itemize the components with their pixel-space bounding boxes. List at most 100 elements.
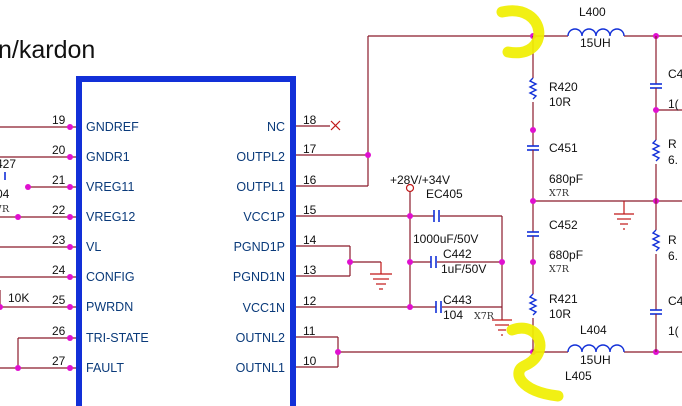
pin-label-pgnd1p: PGND1P: [234, 240, 285, 254]
junction-dot: [407, 213, 413, 219]
supply-voltage-label: +28V/+34V: [390, 173, 450, 187]
junction-dot: [15, 365, 21, 371]
pin-number-11: 11: [303, 324, 316, 338]
inductor-l400-coil: [567, 28, 625, 37]
pin-number-22: 22: [52, 203, 66, 217]
left-edge-label-427: 427: [0, 157, 16, 171]
r421-ref: R421: [549, 292, 578, 306]
pin-number-20: 20: [52, 143, 66, 157]
right-pins: [296, 125, 410, 368]
l404-value: 15UH: [580, 353, 611, 367]
c442-ref: C442: [443, 247, 472, 261]
pin-label-pwrdn: PWRDN: [86, 300, 133, 314]
junction-dot: [67, 124, 73, 130]
pin-label-gndr1: GNDR1: [86, 150, 130, 164]
junction-dot: [67, 184, 73, 190]
l400-ref: L400: [579, 5, 606, 19]
l404-ref: L404: [580, 323, 607, 337]
pin-number-14: 14: [303, 233, 317, 247]
junction-dot: [67, 365, 73, 371]
r420-ref: R420: [549, 80, 578, 94]
pin-number-18: 18: [303, 113, 317, 127]
pin-label-vreg11: VREG11: [86, 180, 134, 194]
junction-dot: [653, 107, 659, 113]
l400-value: 15UH: [580, 36, 611, 50]
c443-dielectric: X7R: [474, 311, 495, 322]
junction-dot: [365, 152, 371, 158]
junction-dot: [15, 214, 21, 220]
right-edge-r-bot-val: 6.: [668, 249, 678, 263]
pin-label-nc: NC: [267, 120, 285, 134]
junction-dot: [530, 198, 536, 204]
c451-ref: C451: [549, 141, 578, 155]
junction-dot: [67, 214, 73, 220]
pin-label-fault: FAULT: [86, 361, 124, 375]
pin-label-outnl1: OUTNL1: [236, 361, 285, 375]
right-edge-parts: [650, 36, 682, 352]
pin-number-25: 25: [52, 293, 66, 307]
pin-number-13: 13: [303, 263, 317, 277]
c451-value: 680pF: [549, 172, 583, 186]
pin-label-vcc1p: VCC1P: [243, 210, 285, 224]
junction-dot: [347, 259, 353, 265]
right-edge-r-bot: R: [668, 233, 677, 247]
c443-ref: C443: [443, 293, 472, 307]
pin-number-10: 10: [303, 354, 317, 368]
junction-dot: [25, 184, 31, 190]
pin-number-12: 12: [303, 294, 317, 308]
pin-label-config: CONFIG: [86, 270, 135, 284]
pin-number-26: 26: [52, 324, 66, 338]
no-connect-cross-icon: [330, 120, 341, 131]
pin-number-16: 16: [303, 173, 317, 187]
amplifier-ic-body: [76, 76, 296, 406]
pin-number-17: 17: [303, 142, 317, 156]
pin-label-tri-state: TRI-STATE: [86, 331, 149, 345]
pin-label-pgnd1n: PGND1N: [233, 270, 285, 284]
c451-dielectric: X7R: [549, 188, 570, 199]
junction-dot: [67, 244, 73, 250]
output-negative-net: [337, 337, 682, 367]
junction-dot: [530, 127, 536, 133]
right-edge-r-top: R: [668, 137, 677, 151]
pin-label-gndref: GNDREF: [86, 120, 139, 134]
c452-ref: C452: [549, 218, 578, 232]
pgnd-ground-icon: [349, 246, 392, 290]
right-edge-c-bot: C4: [668, 294, 682, 308]
pin-label-outpl1: OUTPL1: [236, 180, 285, 194]
junction-dot: [67, 154, 73, 160]
r421-value: 10R: [549, 307, 571, 321]
junction-dot: [67, 335, 73, 341]
pin-number-27: 27: [52, 354, 66, 368]
ground-symbol-icon: [614, 201, 634, 230]
pin-number-23: 23: [52, 233, 66, 247]
highlight-mark-bottom: [506, 322, 564, 402]
l405-ref: L405: [565, 369, 592, 383]
pin-number-21: 21: [52, 173, 66, 187]
right-edge-c-top: C4: [668, 67, 682, 81]
junction-dot: [530, 259, 536, 265]
right-edge-c-top-val: 1(: [668, 97, 679, 111]
c452-dielectric: X7R: [549, 264, 570, 275]
junction-dot: [407, 304, 413, 310]
left-pins: [0, 126, 76, 369]
left-edge-label-7r: 7R: [0, 204, 10, 215]
supply-decoupling-network: [405, 183, 512, 336]
output-positive-net: [367, 35, 682, 186]
ec405-ref: EC405: [426, 187, 463, 201]
pin-number-24: 24: [52, 263, 66, 277]
left-edge-label-04: 04: [0, 187, 10, 201]
r420-value: 10R: [549, 95, 571, 109]
c443-value: 104: [443, 308, 463, 322]
pin-label-vreg12: VREG12: [86, 210, 135, 224]
junction-dot: [67, 274, 73, 280]
diagram-title: n/kardon: [0, 36, 95, 64]
pin-number-19: 19: [52, 113, 66, 127]
pin-number-15: 15: [303, 203, 317, 217]
right-edge-c-bot-val: 1(: [668, 324, 679, 338]
left-edge-label-10k: 10K: [8, 291, 29, 305]
junction-dot: [499, 259, 505, 265]
highlight-mark-top: [496, 5, 545, 59]
right-edge-r-top-val: 6.: [668, 153, 678, 167]
pin-label-outpl2: OUTPL2: [236, 150, 285, 164]
